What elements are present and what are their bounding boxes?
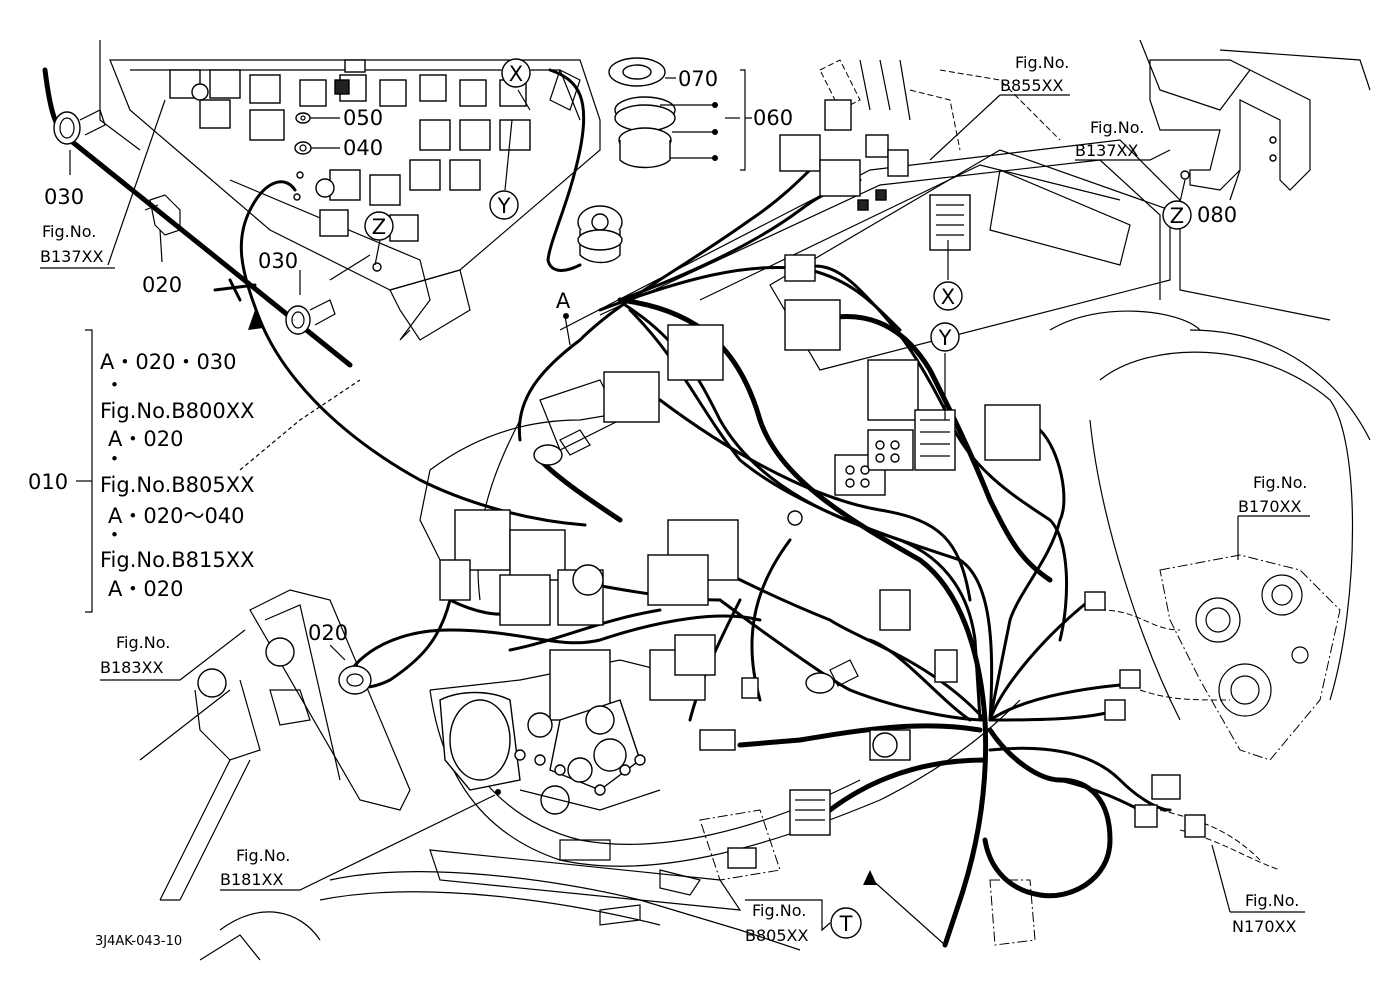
fig-b181-label: Fig.No. [236,846,290,865]
relay-board [169,59,531,272]
marker-x-mid: X [941,285,955,309]
legend-line-4: Fig.No.B805XX [100,473,255,497]
part-070: 070 [678,67,718,91]
fig-b137-left-code: B137XX [40,247,103,266]
legend-line-3: A・020 [108,427,183,451]
part-050: 050 [343,106,383,130]
fig-b855-code: B855XX [1000,76,1063,95]
legend-010: A・020・030 ・ Fig.No.B800XX A・020 ・ Fig.No… [100,350,255,601]
marker-y-top: Y [497,194,511,218]
marker-a: A [556,289,571,313]
fig-b855-label: Fig.No. [1015,53,1069,72]
leader-lines [40,77,1310,946]
part-030-mid: 030 [258,249,298,273]
part-020-lower: 020 [308,621,348,645]
fig-n170-code: N170XX [1232,917,1296,936]
marker-x-top: X [509,62,523,86]
fig-n170-label: Fig.No. [1245,891,1299,910]
marker-z-left: Z [372,215,386,239]
fig-b805-code: B805XX [745,926,808,945]
fig-b137-left-label: Fig.No. [42,222,96,241]
figure-references: Fig.No. B137XX Fig.No. B855XX Fig.No. B1… [40,53,1307,945]
marker-z-right: Z [1170,204,1184,228]
callout-markers: X Y Z X Y Z T A [364,58,1192,939]
marker-y-mid: Y [938,326,952,350]
legend-dot-3: ・ [104,523,125,547]
part-020-top: 020 [142,273,182,297]
legend-dot-2: ・ [104,447,125,471]
clamps [53,109,372,695]
fig-b170-label: Fig.No. [1253,473,1307,492]
part-labels: 030 020 030 050 040 070 060 080 020 010 [28,67,1237,645]
part-080: 080 [1197,203,1237,227]
fig-b137-right-code: B137XX [1075,141,1138,160]
fig-b805-label: Fig.No. [752,901,806,920]
legend-line-6: Fig.No.B815XX [100,548,255,572]
legend-line-2: Fig.No.B800XX [100,399,255,423]
fig-b137-right-label: Fig.No. [1090,118,1144,137]
fig-b181-code: B181XX [220,870,283,889]
drawing-code: 3J4AK-043-10 [95,934,182,949]
part-040: 040 [343,136,383,160]
part-060: 060 [753,106,793,130]
legend-line-5: A・020～040 [108,504,245,528]
chassis-outlines [99,39,1371,961]
fig-b183-code: B183XX [100,658,163,677]
part-010: 010 [28,470,68,494]
fig-b170-code: B170XX [1238,497,1301,516]
legend-line-1: A・020・030 [100,350,237,374]
control-panel [439,649,661,815]
connectors [439,99,1206,869]
legend-line-7: A・020 [108,577,183,601]
fig-b183-label: Fig.No. [116,633,170,652]
marker-t: T [839,912,853,936]
part-030-left: 030 [44,185,84,209]
legend-dot-1: ・ [104,373,125,397]
grommet-assembly [549,57,752,264]
